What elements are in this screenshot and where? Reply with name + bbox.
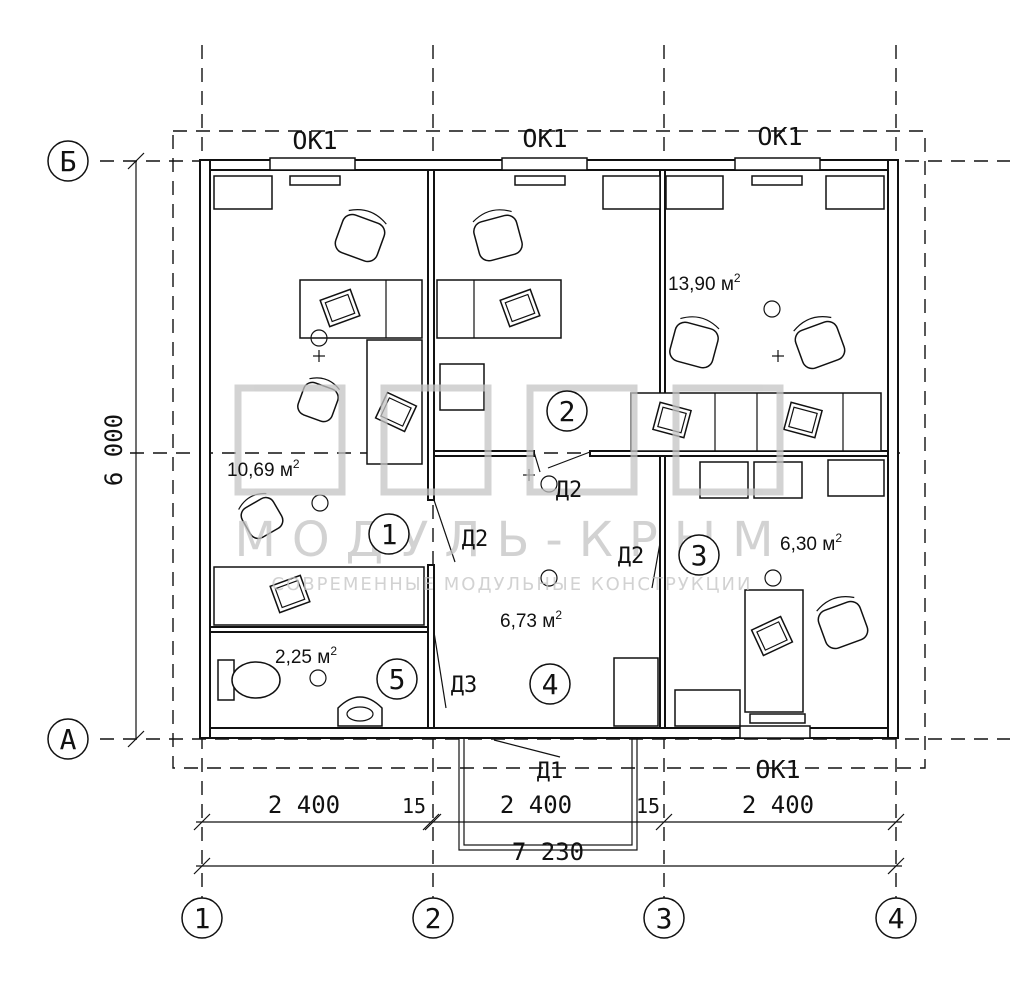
axis-label-1: 1 <box>194 902 211 935</box>
room-5-number: 5 <box>389 663 406 696</box>
dim-gap-2: 15 <box>636 794 660 818</box>
room-1-number: 1 <box>381 518 398 551</box>
window-label-top-3: ОК1 <box>757 122 802 151</box>
dim-seg-1: 2 400 <box>268 791 340 819</box>
dim-gap-1: 15 <box>402 794 426 818</box>
door-label-d3: Д3 <box>451 673 478 698</box>
window-label-top-1: ОК1 <box>292 126 337 155</box>
window-marks <box>269 157 821 739</box>
door-label-d1: Д1 <box>537 759 564 784</box>
interior-walls <box>209 169 889 729</box>
room-5-area: 2,25 м2 <box>275 644 337 668</box>
room-3-number: 3 <box>691 539 708 572</box>
toilet <box>217 659 281 701</box>
room-3-area: 6,30 м2 <box>780 531 842 555</box>
window-label-top-2: ОК1 <box>522 124 567 153</box>
module-outline <box>172 130 926 769</box>
door-label-d2-right: Д2 <box>618 544 645 569</box>
axis-bubble-b <box>47 140 89 182</box>
chairs <box>238 209 869 650</box>
sink <box>337 696 383 727</box>
door-label-d2-top: Д2 <box>556 478 583 503</box>
axis-label-2: 2 <box>425 902 442 935</box>
window-label-bottom: ОК1 <box>755 755 800 784</box>
room-4-number: 4 <box>542 668 559 701</box>
radiators <box>289 175 806 724</box>
axis-bubble-a <box>47 718 89 760</box>
dim-seg-3: 2 400 <box>742 791 814 819</box>
axis-bubble-4 <box>875 897 917 939</box>
door-swings <box>433 451 661 758</box>
watermark-tagline: СОВРЕМЕННЫЕ МОДУЛЬНЫЕ КОНСТРУКЦИИ <box>272 574 753 595</box>
room-2-area: 13,90 м2 <box>668 271 741 295</box>
room-number-markers <box>368 390 720 705</box>
axis-label-b: Б <box>60 145 77 178</box>
room-4-area: 6,73 м2 <box>500 608 562 632</box>
room-1-area: 10,69 м2 <box>227 457 300 481</box>
door-label-d2-left: Д2 <box>462 527 489 552</box>
axis-label-4: 4 <box>888 902 905 935</box>
axis-bubble-1 <box>181 897 223 939</box>
axis-bubble-3 <box>643 897 685 939</box>
dim-seg-2: 2 400 <box>500 791 572 819</box>
axis-bubble-2 <box>412 897 454 939</box>
axis-label-3: 3 <box>656 902 673 935</box>
room-2-number: 2 <box>559 395 576 428</box>
dim-total: 7 230 <box>512 838 584 866</box>
axis-label-a: А <box>60 723 77 756</box>
entrance-porch <box>458 737 638 851</box>
dim-height: 6 000 <box>100 414 128 486</box>
dimension-lines <box>127 152 905 875</box>
